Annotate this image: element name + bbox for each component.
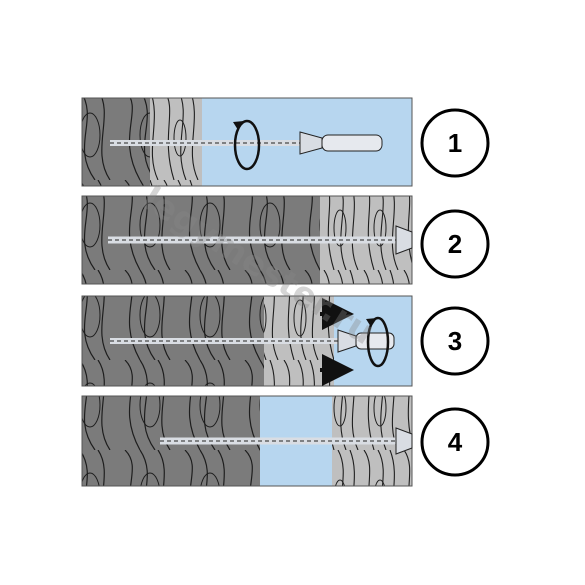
- screw: [160, 427, 413, 455]
- step-badge-4: 4: [420, 407, 490, 477]
- step-number: 1: [448, 128, 462, 158]
- rotation-arrow-icon: [366, 316, 390, 368]
- panel-step-4: [81, 395, 413, 487]
- panel-step-2: [81, 195, 413, 285]
- step-badge-2: 2: [420, 209, 490, 279]
- step-number: 2: [448, 229, 462, 259]
- step-number: 4: [448, 427, 463, 457]
- step-badge-3: 3: [420, 306, 490, 376]
- screw: [108, 225, 413, 255]
- screw: [110, 329, 395, 353]
- step-number: 3: [448, 326, 462, 356]
- rotation-arrow-icon: [233, 119, 261, 171]
- screw: [110, 131, 383, 155]
- panel-step-1: [81, 97, 413, 187]
- step-badge-1: 1: [420, 108, 490, 178]
- panel-step-3: [81, 295, 413, 387]
